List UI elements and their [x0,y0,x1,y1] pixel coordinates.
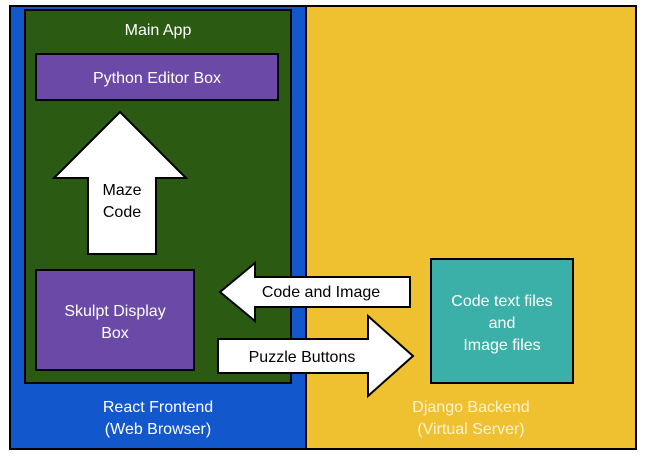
main-app-title: Main App [125,22,192,39]
storage-label-line1: Code text files [451,293,552,310]
storage-box [430,258,574,384]
frontend-title-line2: (Web Browser) [105,421,211,438]
storage-label-line3: Image files [463,337,540,354]
backend-title-line1: Django Backend [412,399,529,416]
python-editor-label: Python Editor Box [93,70,221,87]
python-editor-box [35,53,279,101]
up-arrow-label-line2: Code [103,204,141,221]
backend-title-line2: (Virtual Server) [417,421,524,438]
skulpt-display-label-line1: Skulpt Display [64,303,165,320]
storage-label-line2: and [489,315,516,332]
maze-code-up-arrow [51,110,189,255]
puzzle-buttons-right-arrow [217,313,415,399]
frontend-title-line1: React Frontend [103,399,213,416]
right-arrow-label: Puzzle Buttons [249,349,356,366]
skulpt-display-box [35,269,195,371]
skulpt-display-label-line2: Box [101,325,129,342]
left-arrow-label: Code and Image [262,284,380,301]
up-arrow-label-line1: Maze [102,182,141,199]
code-and-image-left-arrow [218,260,411,324]
